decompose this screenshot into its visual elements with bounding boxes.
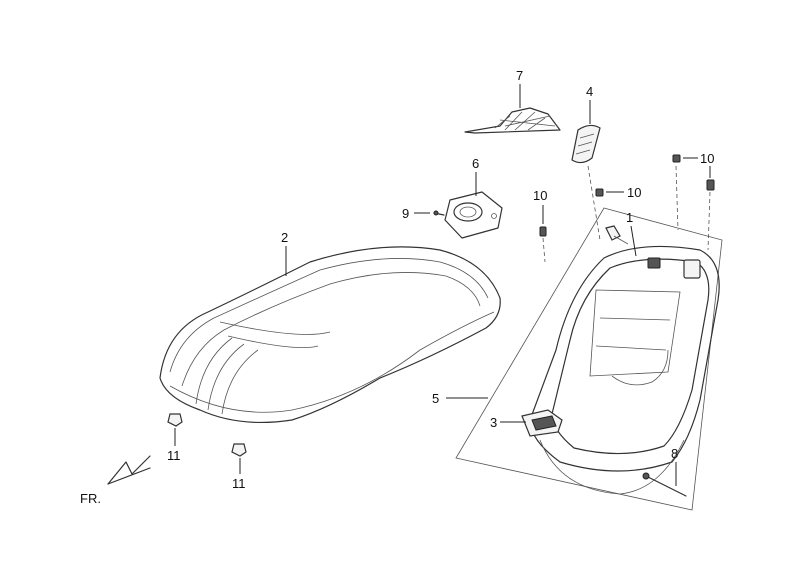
part-10-bolt-a [539,226,547,237]
callout-5: 5 [432,391,439,406]
callout-8: 8 [671,446,678,461]
callout-9: 9 [402,206,409,221]
part-8-pin [642,472,687,497]
callout-11a: 11 [167,448,181,463]
callout-11b: 11 [232,476,246,491]
callout-2: 2 [281,230,288,245]
callout-6: 6 [472,156,479,171]
callout-10b: 10 [627,185,641,200]
part-7-cover [464,107,561,134]
alignment-lines [542,165,711,263]
callout-10a: 10 [533,188,547,203]
part-5-helmet-box [455,207,723,511]
callout-3: 3 [490,415,497,430]
part-11-nut-a [167,413,183,427]
callout-10c: 10 [700,151,714,166]
callout-1: 1 [626,210,633,225]
part-9-screw [433,210,445,216]
front-label: FR. [80,491,101,506]
lead-1 [630,225,637,257]
callout-7: 7 [516,68,523,83]
part-4-pad [571,124,601,164]
part-10-bolt-c [672,154,715,191]
part-6-lock-holder [444,191,503,239]
part-3-latch-block [521,409,563,437]
part-10-bolt-b [595,188,604,197]
part-1-latch [605,225,629,245]
callout-4: 4 [586,84,593,99]
part-11-nut-b [231,443,247,457]
part-2-seat [159,246,501,424]
front-direction-arrow [107,455,151,485]
